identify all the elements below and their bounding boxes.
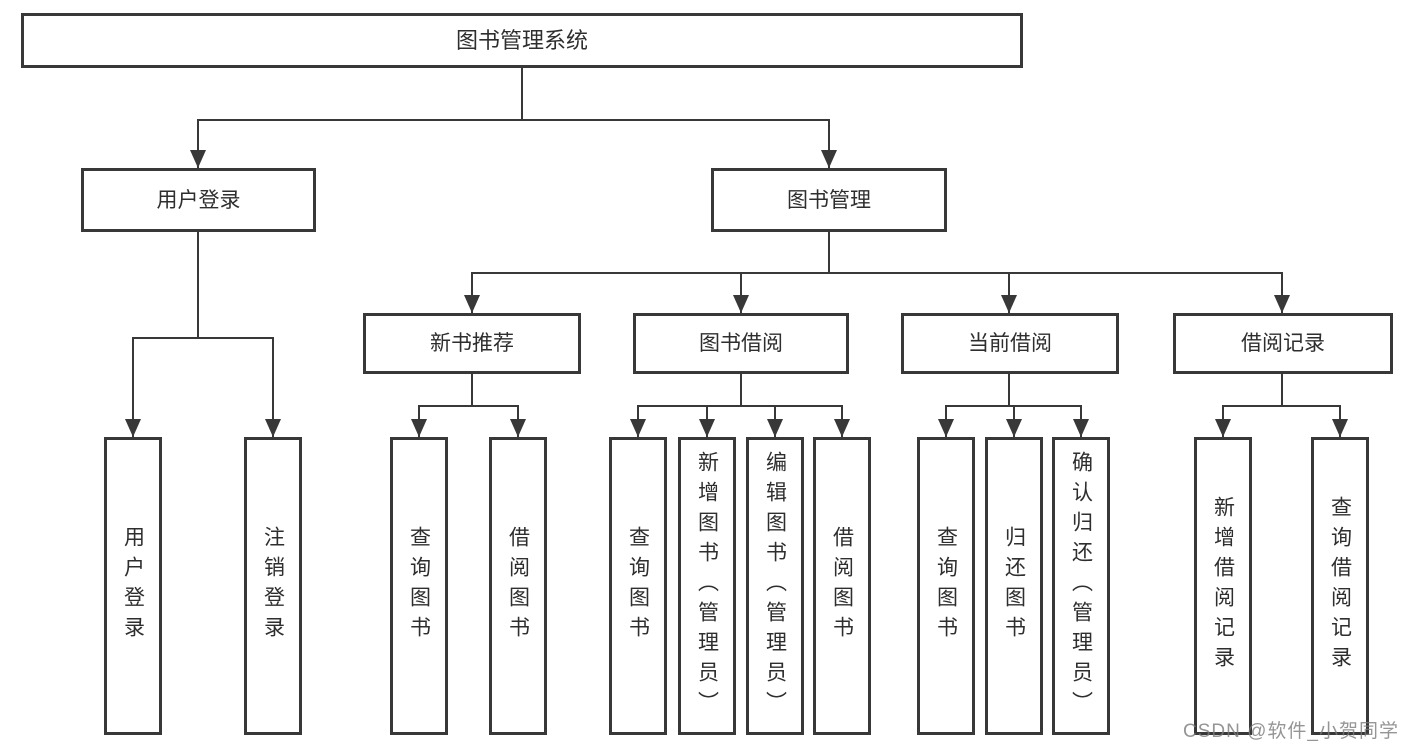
arrowhead-down-icon <box>630 419 646 437</box>
node-label: 图书管理 <box>787 188 871 212</box>
leaf-confirm-return-admin: 确认归还（管理员） <box>1052 437 1110 735</box>
arrowhead-down-icon <box>733 295 749 313</box>
connector-stem <box>1008 272 1010 313</box>
connector-root-branch <box>197 119 830 121</box>
node-new-book-recommend: 新书推荐 <box>363 313 581 374</box>
node-label: 用户登录 <box>121 526 145 646</box>
arrowhead-down-icon <box>821 150 837 168</box>
arrowhead-down-icon <box>1073 419 1089 437</box>
arrowhead-down-icon <box>834 419 850 437</box>
arrowhead-down-icon <box>1274 295 1290 313</box>
node-label: 查询图书 <box>407 526 431 646</box>
node-current-borrow: 当前借阅 <box>901 313 1119 374</box>
leaf-borrow-books: 借阅图书 <box>813 437 871 735</box>
csdn-watermark: CSDN @软件_小贺同学 <box>1183 721 1399 742</box>
connector-stem-user-login <box>197 119 199 168</box>
leaf-logout: 注销登录 <box>244 437 302 735</box>
connector-branch <box>1222 405 1341 407</box>
node-book-borrow: 图书借阅 <box>633 313 849 374</box>
connector-stem <box>132 337 134 437</box>
node-label: 借阅图书 <box>506 526 530 646</box>
leaf-user-login: 用户登录 <box>104 437 162 735</box>
connector-stub <box>471 374 473 405</box>
arrowhead-down-icon <box>767 419 783 437</box>
leaf-borrow-books-recommend: 借阅图书 <box>489 437 547 735</box>
connector-stub <box>1008 374 1010 405</box>
leaf-query-books-borrow: 查询图书 <box>609 437 667 735</box>
node-label: 用户登录 <box>156 188 241 212</box>
arrowhead-down-icon <box>125 419 141 437</box>
leaf-query-books-current: 查询图书 <box>917 437 975 735</box>
arrowhead-down-icon <box>1001 295 1017 313</box>
arrowhead-down-icon <box>1215 419 1231 437</box>
connector-stub <box>1281 374 1283 405</box>
node-label: 新书推荐 <box>430 332 514 355</box>
leaf-query-books-recommend: 查询图书 <box>390 437 448 735</box>
connector-stem <box>740 272 742 313</box>
connector-root-stub <box>521 68 523 119</box>
connector-stem <box>272 337 274 437</box>
leaf-add-borrow-record: 新增借阅记录 <box>1194 437 1252 735</box>
connector-book-mgmt-stub <box>828 232 830 272</box>
arrowhead-down-icon <box>411 419 427 437</box>
arrowhead-down-icon <box>464 295 480 313</box>
arrowhead-down-icon <box>265 419 281 437</box>
node-label: 查询图书 <box>934 526 958 646</box>
arrowhead-down-icon <box>699 419 715 437</box>
node-label: 确认归还（管理员） <box>1069 451 1093 721</box>
connector-stem <box>1281 272 1283 313</box>
connector-branch <box>637 405 843 407</box>
node-label: 当前借阅 <box>968 332 1052 355</box>
connector-user-login-stub <box>197 232 199 337</box>
leaf-add-books-admin: 新增图书（管理员） <box>678 437 736 735</box>
node-label: 图书借阅 <box>699 332 783 355</box>
leaf-edit-books-admin: 编辑图书（管理员） <box>746 437 804 735</box>
connector-branch <box>418 405 519 407</box>
node-user-login: 用户登录 <box>81 168 316 232</box>
node-book-management: 图书管理 <box>711 168 947 232</box>
node-borrow-records: 借阅记录 <box>1173 313 1393 374</box>
connector-stub <box>740 374 742 405</box>
node-label: 归还图书 <box>1002 526 1026 646</box>
node-label: 新增借阅记录 <box>1211 496 1235 676</box>
node-label: 查询借阅记录 <box>1328 496 1352 676</box>
connector-book-mgmt-branch <box>471 272 1283 274</box>
connector-stem <box>471 272 473 313</box>
node-label: 编辑图书（管理员） <box>763 451 787 721</box>
arrowhead-down-icon <box>190 150 206 168</box>
connector-stem-book-mgmt <box>828 119 830 168</box>
node-label: 借阅图书 <box>830 526 854 646</box>
leaf-query-borrow-record: 查询借阅记录 <box>1311 437 1369 735</box>
node-label: 注销登录 <box>261 526 285 646</box>
node-library-management-system: 图书管理系统 <box>21 13 1023 68</box>
node-label: 查询图书 <box>626 526 650 646</box>
arrowhead-down-icon <box>1006 419 1022 437</box>
arrowhead-down-icon <box>938 419 954 437</box>
arrowhead-down-icon <box>510 419 526 437</box>
node-label: 图书管理系统 <box>455 27 588 53</box>
leaf-return-books: 归还图书 <box>985 437 1043 735</box>
node-label: 新增图书（管理员） <box>695 451 719 721</box>
connector-user-login-branch <box>132 337 274 339</box>
arrowhead-down-icon <box>1332 419 1348 437</box>
node-label: 借阅记录 <box>1241 332 1325 355</box>
